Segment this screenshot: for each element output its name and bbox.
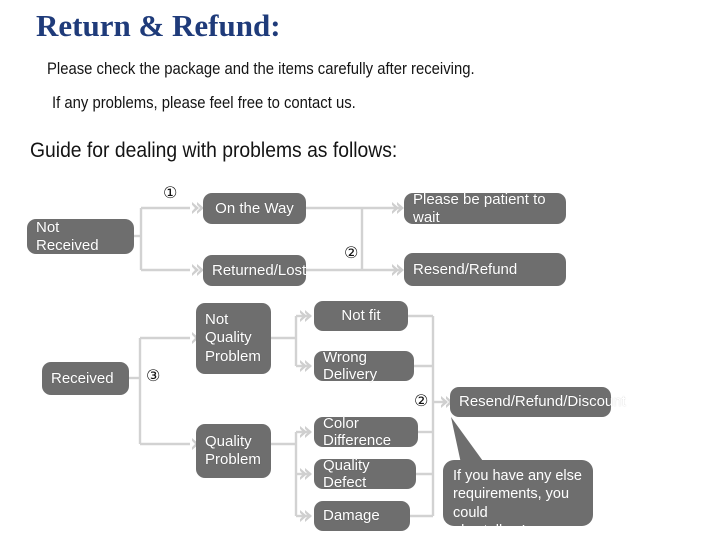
node-resend-refund[interactable]: Resend/Refund — [404, 253, 566, 286]
node-color-difference[interactable]: Color Difference — [314, 415, 418, 449]
node-on-the-way[interactable]: On the Way — [203, 193, 306, 224]
marker-two-b-icon: ② — [414, 391, 429, 410]
node-not-quality-problem[interactable]: Not Quality Problem — [196, 303, 271, 374]
node-damage[interactable]: Damage — [314, 501, 410, 531]
guide-heading: Guide for dealing with problems as follo… — [30, 139, 398, 162]
node-returned-lost[interactable]: Returned/Lost — [203, 255, 306, 286]
intro-line-2: If any problems, please feel free to con… — [52, 94, 356, 112]
node-quality-problem[interactable]: Quality Problem — [196, 424, 271, 478]
node-not-received[interactable]: Not Received — [27, 219, 134, 254]
marker-three-icon: ③ — [146, 366, 161, 385]
node-not-fit[interactable]: Not fit — [314, 301, 408, 331]
node-quality-defect[interactable]: Quality Defect — [314, 457, 416, 491]
marker-two-icon: ② — [344, 243, 359, 262]
intro-line-1: Please check the package and the items c… — [47, 60, 475, 78]
node-please-be-patient[interactable]: Please be patient to wait — [404, 191, 566, 226]
node-wrong-delivery[interactable]: Wrong Delivery — [314, 349, 414, 383]
marker-one-icon: ① — [163, 183, 178, 202]
node-resend-refund-discount[interactable]: Resend/Refund/Discount — [450, 387, 626, 417]
node-received[interactable]: Received — [42, 362, 129, 395]
page-title: Return & Refund: — [36, 8, 281, 43]
callout-bubble: If you have any else requirements, you c… — [443, 460, 593, 539]
